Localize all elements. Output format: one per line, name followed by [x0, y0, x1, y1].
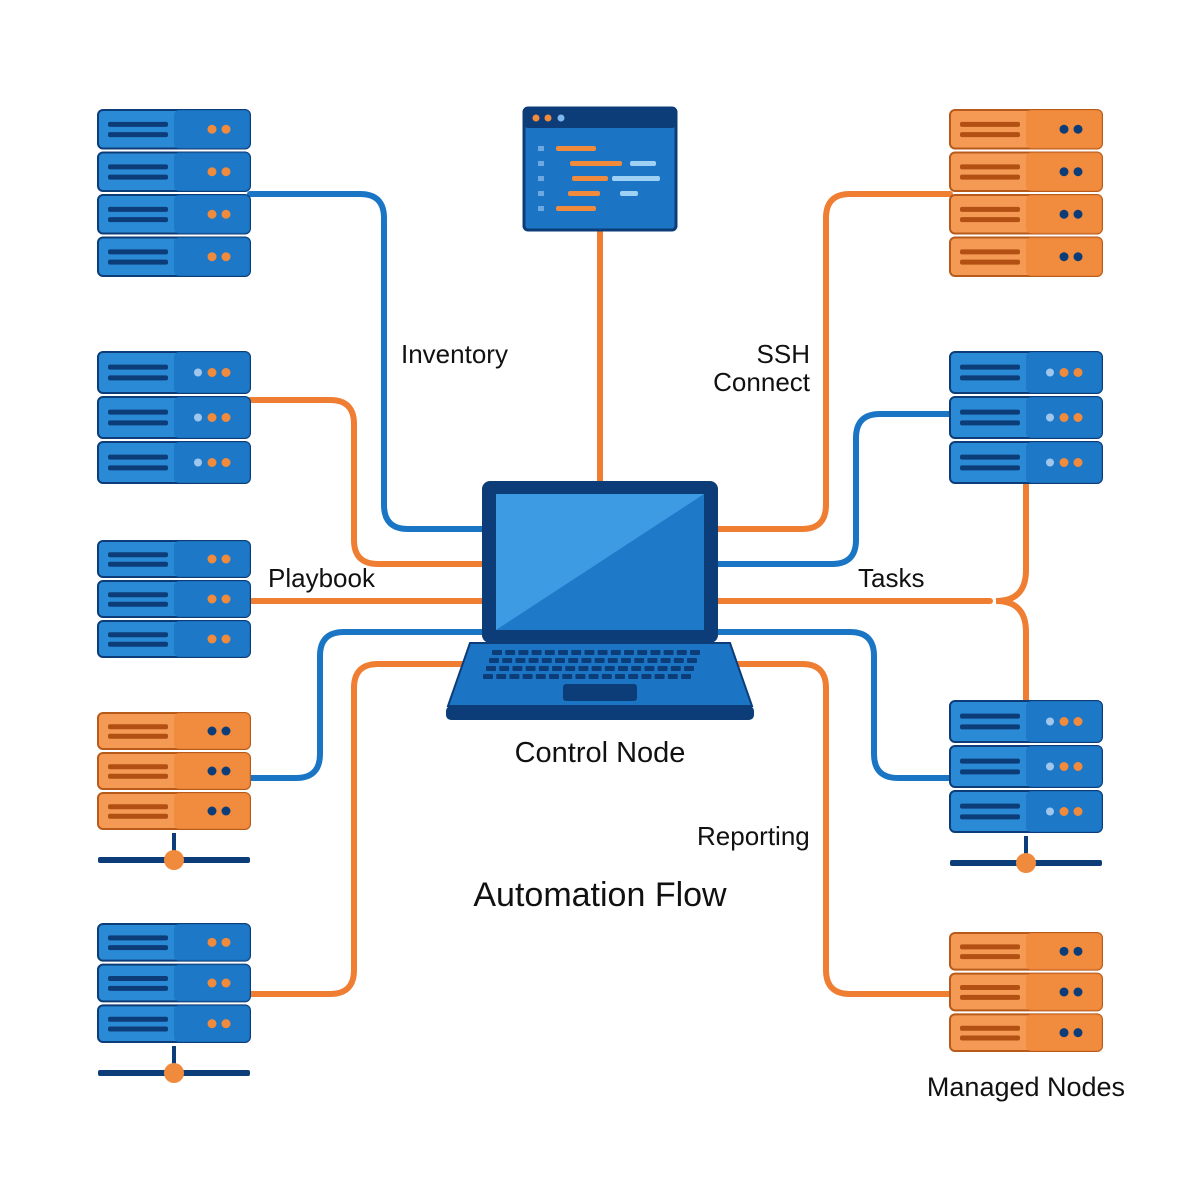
line-right-5: [717, 661, 953, 997]
line-right-2: [707, 411, 953, 567]
server-left-3-icon: [97, 540, 251, 658]
server-right-2-icon: [949, 351, 1103, 484]
diagram-nodes: [97, 106, 1103, 1083]
inventory-label: Inventory: [401, 339, 508, 369]
connect-label: Connect: [713, 367, 811, 397]
line-right-4: [707, 629, 953, 781]
line-left-2: [247, 397, 493, 567]
server-left-1-icon: [97, 109, 251, 277]
control-node-label: Control Node: [515, 737, 686, 769]
line-left-4: [247, 629, 493, 781]
server-right-1-icon: [949, 109, 1103, 277]
server-right-3-icon: [949, 700, 1103, 873]
automation-flow-title: Automation Flow: [473, 876, 727, 914]
ssh-label: SSH: [757, 339, 810, 369]
server-right-4-icon: [949, 932, 1103, 1052]
laptop-icon: [446, 481, 754, 720]
code-editor-icon: [522, 106, 678, 232]
line-right-1: [707, 191, 953, 532]
reporting-label: Reporting: [697, 821, 810, 851]
connector-lines: [247, 191, 1029, 997]
playbook-label: Playbook: [268, 563, 376, 593]
server-left-4-icon: [97, 712, 251, 870]
tasks-label: Tasks: [858, 563, 924, 593]
server-left-2-icon: [97, 351, 251, 484]
line-left-1: [247, 191, 493, 532]
server-left-5-icon: [97, 923, 251, 1083]
managed-nodes-label: Managed Nodes: [927, 1072, 1125, 1102]
line-right-3b: [995, 482, 1029, 703]
line-left-5: [247, 661, 493, 997]
